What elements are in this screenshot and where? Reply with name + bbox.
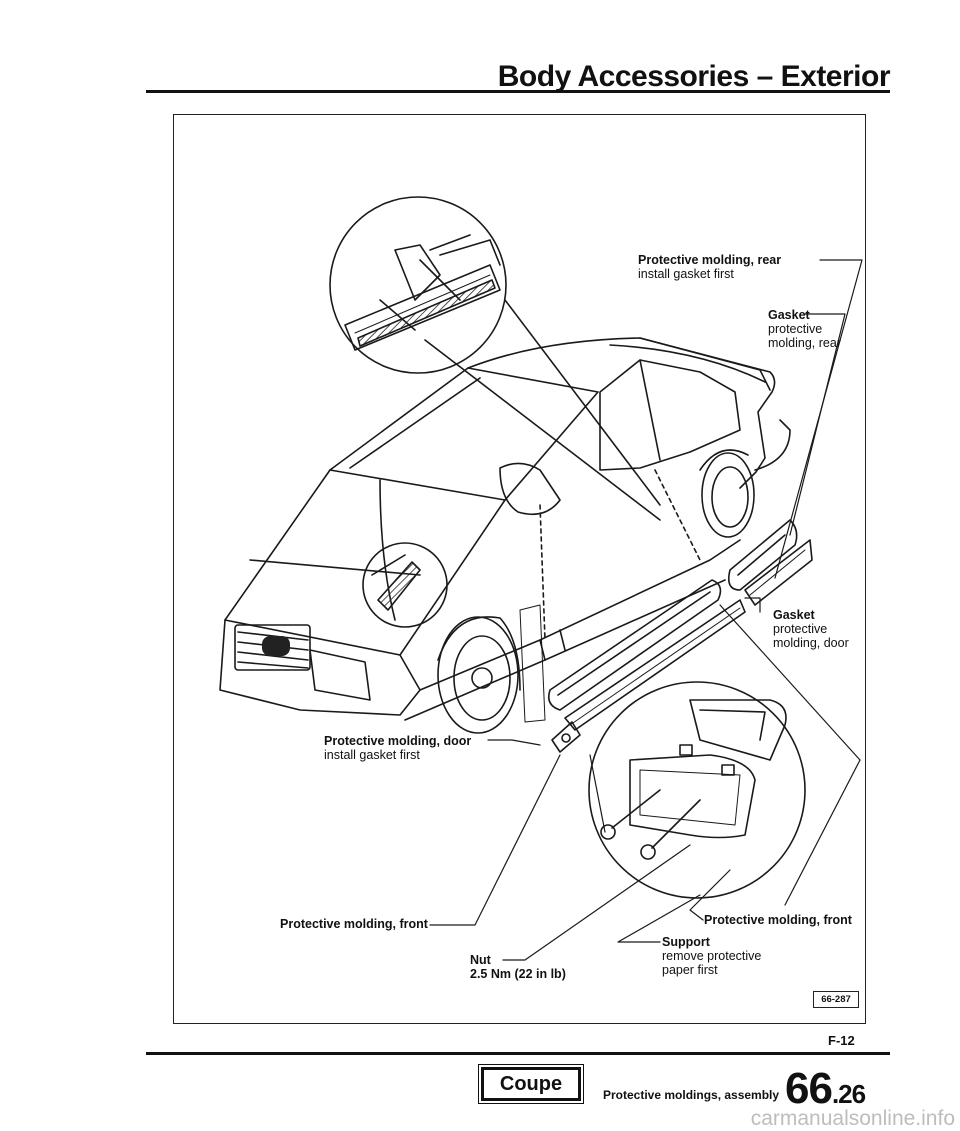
watermark: carmanualsonline.info	[750, 1107, 955, 1130]
label-molding-door: Protective molding, door install gasket …	[324, 734, 472, 762]
model-badge: Coupe	[478, 1064, 584, 1104]
footer-rule	[146, 1052, 890, 1055]
page-number: 66.26	[785, 1064, 866, 1113]
front-molding-part	[551, 721, 581, 753]
header-rule	[146, 90, 890, 93]
detail-circle-front	[588, 681, 806, 899]
label-gasket-door: Gasket protective molding, door	[773, 608, 849, 650]
rear-molding-parts	[727, 519, 813, 606]
page-title: Body Accessories – Exterior	[497, 60, 891, 93]
label-molding-front-right: Protective molding, front	[704, 913, 852, 927]
detail-circle-rear	[329, 196, 661, 521]
leader-lines	[429, 259, 863, 961]
illustration-frame	[173, 114, 866, 1024]
detail-circle-door	[362, 542, 448, 628]
label-nut: Nut 2.5 Nm (22 in lb)	[470, 953, 566, 981]
section-label: Protective moldings, assembly	[603, 1088, 780, 1102]
label-support: Support remove protective paper first	[662, 935, 762, 977]
door-molding-parts	[519, 579, 746, 731]
figure-reference: 66-287	[813, 991, 859, 1008]
page-reference: F-12	[828, 1033, 855, 1048]
label-gasket-rear: Gasket protective molding, rear	[768, 308, 841, 350]
label-molding-rear: Protective molding, rear install gasket …	[638, 253, 782, 281]
car-body	[219, 337, 791, 734]
label-molding-front-left: Protective molding, front	[280, 917, 428, 931]
